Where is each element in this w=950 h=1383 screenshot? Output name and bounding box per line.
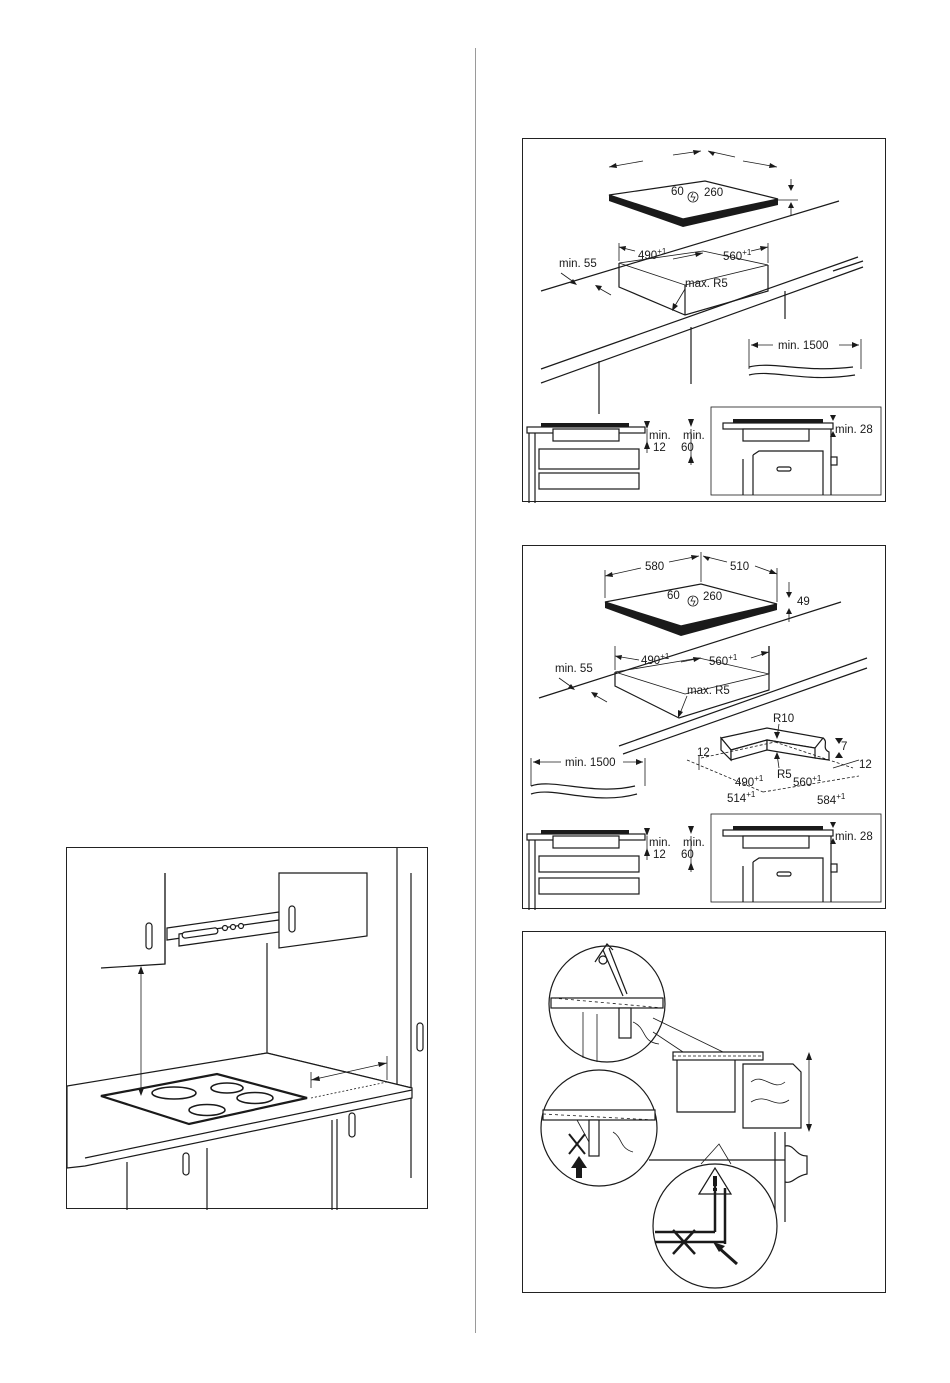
svg-text:12: 12 xyxy=(859,759,872,771)
kitchen-illustration xyxy=(66,847,428,1209)
svg-text:12: 12 xyxy=(653,849,666,861)
dim-b-490: 490+1 xyxy=(641,652,670,667)
svg-text:7: 7 xyxy=(841,741,847,753)
svg-text:R10: R10 xyxy=(773,713,794,725)
svg-text:min.: min. xyxy=(683,837,705,849)
wrong-seal-detail xyxy=(541,1070,657,1186)
dim-a-490: 490+1 xyxy=(638,247,667,262)
dim-a-60: 60 xyxy=(671,186,684,198)
svg-text:min. 28: min. 28 xyxy=(835,424,873,436)
dim-b-frame-514: 514+1 xyxy=(727,790,756,805)
dim-b-580: 580 xyxy=(645,561,664,573)
svg-text:min. 1500: min. 1500 xyxy=(565,757,616,769)
section-detail-b-right: min. 28 xyxy=(711,814,881,902)
dim-b-510: 510 xyxy=(730,561,749,573)
dim-b-60: 60 xyxy=(667,590,680,602)
frame-cutout-detail: 12 R10 R5 7 12 490+1 560+1 514+1 584+1 xyxy=(687,713,872,807)
svg-text:min.: min. xyxy=(649,430,671,442)
dim-a-260: 260 xyxy=(704,187,723,199)
svg-text:60: 60 xyxy=(681,849,694,861)
svg-text:60: 60 xyxy=(681,442,694,454)
svg-text:min.: min. xyxy=(683,430,705,442)
cutout-diagram-b: 60 260 580 510 49 490+1 560+1 max. R5 mi… xyxy=(522,545,886,909)
dim-b-49: 49 xyxy=(797,596,810,608)
dim-b-frame-490: 490+1 xyxy=(735,774,764,789)
svg-text:min. 28: min. 28 xyxy=(835,831,873,843)
warning-detail xyxy=(653,1144,777,1288)
cable-length-b: min. 1500 xyxy=(531,757,645,798)
seal-application-detail xyxy=(549,944,665,1062)
min-55-a: min. 55 xyxy=(559,258,597,270)
section-detail-a-right: min. 28 xyxy=(711,407,881,495)
min-55-b: min. 55 xyxy=(555,663,593,675)
svg-text:12: 12 xyxy=(653,442,666,454)
svg-text:min. 1500: min. 1500 xyxy=(778,340,829,352)
sealing-diagram xyxy=(522,931,886,1293)
section-detail-a-left: min. min. 12 60 xyxy=(527,419,705,503)
radius-label-b: max. R5 xyxy=(687,685,730,697)
radius-label-a: max. R5 xyxy=(685,278,728,290)
cutout-diagram-a: 60 260 490+1 560+1 max. R5 min. 55 min. … xyxy=(522,138,886,502)
svg-text:12: 12 xyxy=(697,747,710,759)
svg-text:R5: R5 xyxy=(777,769,792,781)
dim-b-frame-560: 560+1 xyxy=(793,774,822,789)
cable-length-a: min. 1500 xyxy=(749,339,861,378)
section-detail-b-left: min. min. 12 60 xyxy=(527,826,705,910)
column-divider xyxy=(475,48,476,1333)
dim-b-frame-584: 584+1 xyxy=(817,792,846,807)
svg-text:min.: min. xyxy=(649,837,671,849)
dim-b-260: 260 xyxy=(703,591,722,603)
